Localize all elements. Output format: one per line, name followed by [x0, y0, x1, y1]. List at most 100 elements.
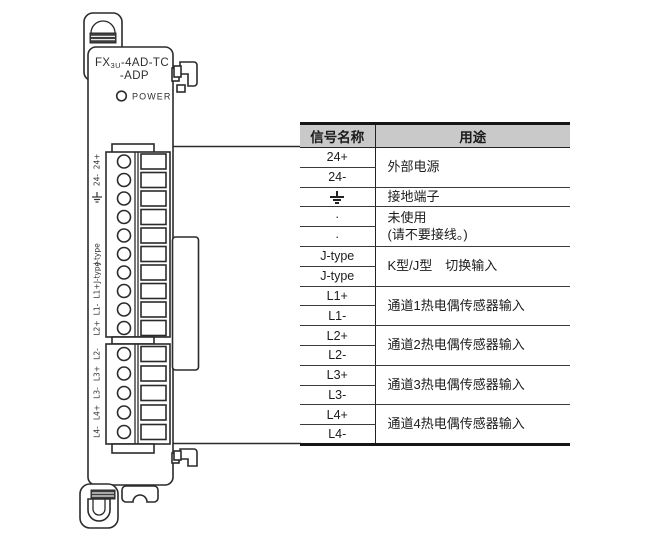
terminal-hole [140, 153, 167, 170]
terminal-screw [116, 302, 132, 317]
header-purpose: 用途 [375, 123, 570, 148]
purpose-cell: 接地端子 [375, 187, 570, 208]
terminal-hole [140, 171, 167, 189]
power-label: POWER [132, 92, 172, 102]
terminal-label: J-type [93, 243, 102, 266]
expansion-connector [171, 236, 200, 371]
terminal-label-ground [92, 192, 102, 203]
signal-cell: L4+ [300, 404, 376, 426]
terminal-screw [116, 366, 132, 381]
terminal-hole [140, 301, 167, 318]
terminal-hole [140, 282, 167, 300]
terminal-hole [140, 319, 167, 337]
terminal-hole [140, 190, 167, 207]
table-row: L4- [300, 424, 570, 445]
table-row: L3- [300, 385, 570, 406]
ground-symbol [329, 191, 345, 204]
terminal-hole [140, 245, 167, 263]
signal-cell: L2+ [300, 325, 376, 346]
terminal-screw [116, 228, 132, 243]
terminal-hole [140, 404, 167, 421]
signal-cell: L3+ [300, 365, 376, 386]
table-row: 接地端子 [300, 187, 570, 208]
terminal-hole [140, 208, 167, 226]
module-title-line2: -ADP [120, 70, 149, 82]
signal-cell: L1+ [300, 286, 376, 307]
din-latch [121, 485, 159, 503]
signal-cell: L4- [300, 424, 376, 445]
terminal-screw [116, 405, 132, 420]
terminal-screw [116, 346, 132, 362]
terminal-screw [116, 385, 132, 401]
terminal-label: L3- [93, 387, 102, 399]
purpose-cell: 通道2热电偶传感器输入 [375, 325, 570, 366]
terminal-screw [116, 154, 132, 169]
terminal-label: L1- [93, 303, 102, 315]
terminal-screw [116, 283, 132, 299]
table-row: ·未使用 (请不要接线。) [300, 206, 570, 247]
table-header-row: 信号名称 用途 [300, 123, 570, 148]
terminal-screw [116, 191, 132, 206]
connector-tab-top [171, 61, 198, 93]
rail-hatch-bottom [90, 489, 116, 500]
terminal-label: L2+ [93, 320, 102, 335]
terminal-screw [116, 246, 132, 262]
terminal-label: L3+ [93, 366, 102, 381]
terminal-strip: 24+24-J-typeJ-typeL1+L1-L2+L2-L3+L3-L4+L… [92, 153, 167, 441]
terminal-screw [116, 172, 132, 188]
din-hook-bottom [79, 483, 119, 529]
signal-cell: J-type [300, 246, 376, 267]
terminal-hole [140, 423, 167, 441]
table-row: L3+通道3热电偶传感器输入 [300, 365, 570, 406]
purpose-cell: K型/J型 切换输入 [375, 246, 570, 287]
terminal-label: 24+ [93, 154, 102, 170]
terminal-hole [140, 384, 167, 402]
signal-cell: L3- [300, 385, 376, 406]
terminal-hole [140, 264, 167, 281]
table-row: 24+外部电源 [300, 147, 570, 188]
rail-hatch-top [89, 32, 117, 44]
table-row: · [300, 226, 570, 247]
terminal-label: L2- [93, 348, 102, 360]
purpose-cell: 通道1热电偶传感器输入 [375, 286, 570, 327]
terminal-label: L4+ [93, 405, 102, 420]
terminal-screw [116, 320, 132, 336]
terminal-label: 24- [93, 174, 102, 187]
terminal-hole [140, 345, 167, 363]
terminal-label: J-type [93, 261, 102, 284]
terminal-hole [140, 227, 167, 244]
signal-cell [300, 187, 376, 208]
signal-cell: 24- [300, 167, 376, 188]
signal-cell: · [300, 206, 376, 228]
signal-cell: 24+ [300, 147, 376, 168]
terminal-screw [116, 424, 132, 440]
signal-cell: · [300, 226, 376, 247]
table-row: L4+通道4热电偶传感器输入 [300, 404, 570, 445]
signal-cell: L1- [300, 305, 376, 327]
terminal-screw [116, 209, 132, 225]
table-row: L2- [300, 345, 570, 366]
connector-tab-bottom [171, 448, 198, 467]
terminal-label: L4- [93, 426, 102, 438]
purpose-cell: 未使用 (请不要接线。) [375, 206, 570, 247]
terminal-screw [116, 265, 132, 280]
purpose-cell: 通道4热电偶传感器输入 [375, 404, 570, 445]
table-row: L1- [300, 305, 570, 327]
purpose-cell: 通道3热电偶传感器输入 [375, 365, 570, 406]
header-signal: 信号名称 [300, 123, 376, 148]
table-row: 24- [300, 167, 570, 188]
terminal-label: L1+ [93, 283, 102, 298]
module-title: FX3U-4AD-TC [95, 57, 169, 70]
signal-cell: J-type [300, 266, 376, 287]
terminal-hole [140, 365, 167, 382]
table-row: L1+通道1热电偶传感器输入 [300, 286, 570, 327]
table-row: L2+通道2热电偶传感器输入 [300, 325, 570, 366]
purpose-cell: 外部电源 [375, 147, 570, 188]
signal-cell: L2- [300, 345, 376, 366]
table-row: J-type [300, 266, 570, 287]
